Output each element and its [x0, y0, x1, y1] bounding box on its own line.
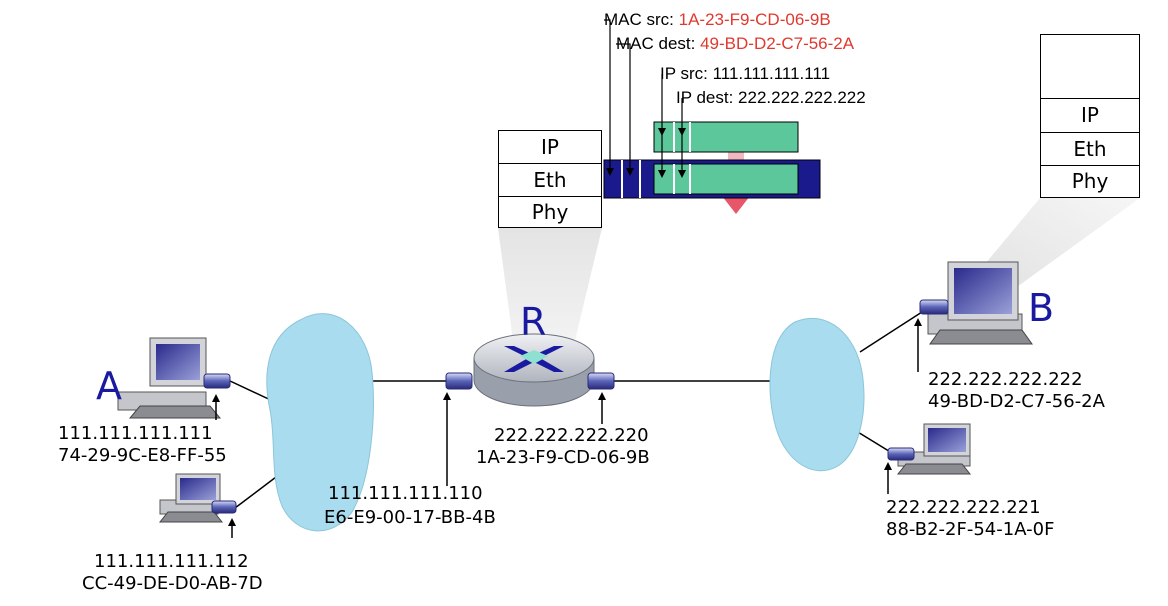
- arrowhead-icon: [212, 394, 220, 402]
- host-b-ip: 222.222.222.222: [928, 369, 1083, 390]
- host-b-computer-icon[interactable]: [927, 261, 1033, 345]
- link-a2-cloud: [234, 473, 281, 509]
- stack-layer-ip: IP: [1041, 99, 1139, 133]
- subnet-left-cloud: [266, 313, 374, 532]
- mac-dest-pointer: [616, 43, 631, 168]
- router-left-nic-icon: [445, 372, 473, 390]
- host-b-mac: 49-BD-D2-C7-56-2A: [928, 391, 1105, 412]
- host-a-label: A: [96, 364, 122, 408]
- host-b-zoom-shade: [980, 198, 1140, 292]
- stack-layer-phy: Phy: [1071, 169, 1109, 193]
- link-cloud-b: [859, 311, 923, 353]
- arrowhead-icon: [626, 168, 634, 176]
- router-right-nic-icon: [587, 372, 615, 390]
- arrowhead-icon: [884, 462, 892, 470]
- arrowhead-icon: [228, 518, 236, 526]
- arrowhead-icon: [443, 392, 451, 400]
- stack-layer-app: [1041, 35, 1139, 99]
- router-right-if-mac: 1A-23-F9-CD-06-9B: [476, 447, 650, 468]
- arrowhead-icon: [598, 392, 606, 400]
- stack-layer-eth: Eth: [499, 164, 601, 197]
- forward-arrow-icon: [722, 196, 750, 214]
- ip-src-header: IP src: 111.111.111.111: [660, 64, 831, 83]
- host-b2-ip: 222.222.222.221: [886, 497, 1041, 518]
- host-a-mac: 74-29-9C-E8-FF-55: [58, 445, 227, 466]
- mac-dest-header: MAC dest: 49-BD-D2-C7-56-2A: [616, 34, 854, 54]
- host-a2-computer-icon[interactable]: [158, 473, 224, 523]
- mac-src-header: MAC src: 1A-23-F9-CD-06-9B: [604, 10, 831, 30]
- mac-src-label: MAC src:: [604, 10, 674, 29]
- stack-layer-eth: Eth: [1041, 133, 1139, 166]
- router-label: R: [520, 300, 547, 344]
- router-left-if-mac: E6-E9-00-17-BB-4B: [324, 507, 496, 528]
- mac-dest-label: MAC dest:: [616, 34, 696, 53]
- host-a2-mac: CC-49-DE-D0-AB-7D: [82, 573, 263, 594]
- host-a-ip: 111.111.111.111: [58, 423, 213, 444]
- mac-src-pointer: [604, 19, 611, 168]
- router-protocol-stack: IP Eth Phy: [498, 130, 602, 228]
- host-a-nic-icon: [203, 373, 231, 389]
- host-a2-nic-icon: [211, 500, 237, 514]
- arrowhead-icon: [678, 170, 686, 178]
- arrowhead-icon: [658, 170, 666, 178]
- ip-datagram-in-frame: [653, 163, 799, 195]
- arrowhead-icon: [678, 128, 686, 136]
- arrowhead-icon: [914, 318, 922, 326]
- host-b2-computer-icon[interactable]: [896, 423, 972, 475]
- subnet-right-cloud: [769, 317, 865, 472]
- router-right-if-ip: 222.222.222.220: [494, 425, 649, 446]
- host-b-protocol-stack: IP Eth Phy: [1040, 34, 1140, 198]
- host-a2-ip: 111.111.111.112: [94, 551, 249, 572]
- ip-datagram-top: [653, 121, 799, 153]
- host-b-nic-icon: [919, 299, 949, 315]
- mac-src-value: 1A-23-F9-CD-06-9B: [678, 10, 831, 29]
- stack-layer-phy: Phy: [531, 200, 569, 224]
- router-left-if-ip: 111.111.111.110: [328, 483, 483, 504]
- host-b2-nic-icon: [887, 447, 915, 461]
- ip-dest-header: IP dest: 222.222.222.222: [676, 88, 866, 107]
- arrowhead-icon: [606, 168, 614, 176]
- host-b-label: B: [1028, 286, 1055, 330]
- host-a-computer-icon[interactable]: [117, 337, 222, 419]
- mac-dest-value: 49-BD-D2-C7-56-2A: [700, 34, 855, 53]
- router-icon[interactable]: [473, 333, 595, 407]
- arrowhead-icon: [658, 128, 666, 136]
- host-b2-mac: 88-B2-2F-54-1A-0F: [886, 519, 1055, 540]
- stack-layer-ip: IP: [499, 131, 601, 164]
